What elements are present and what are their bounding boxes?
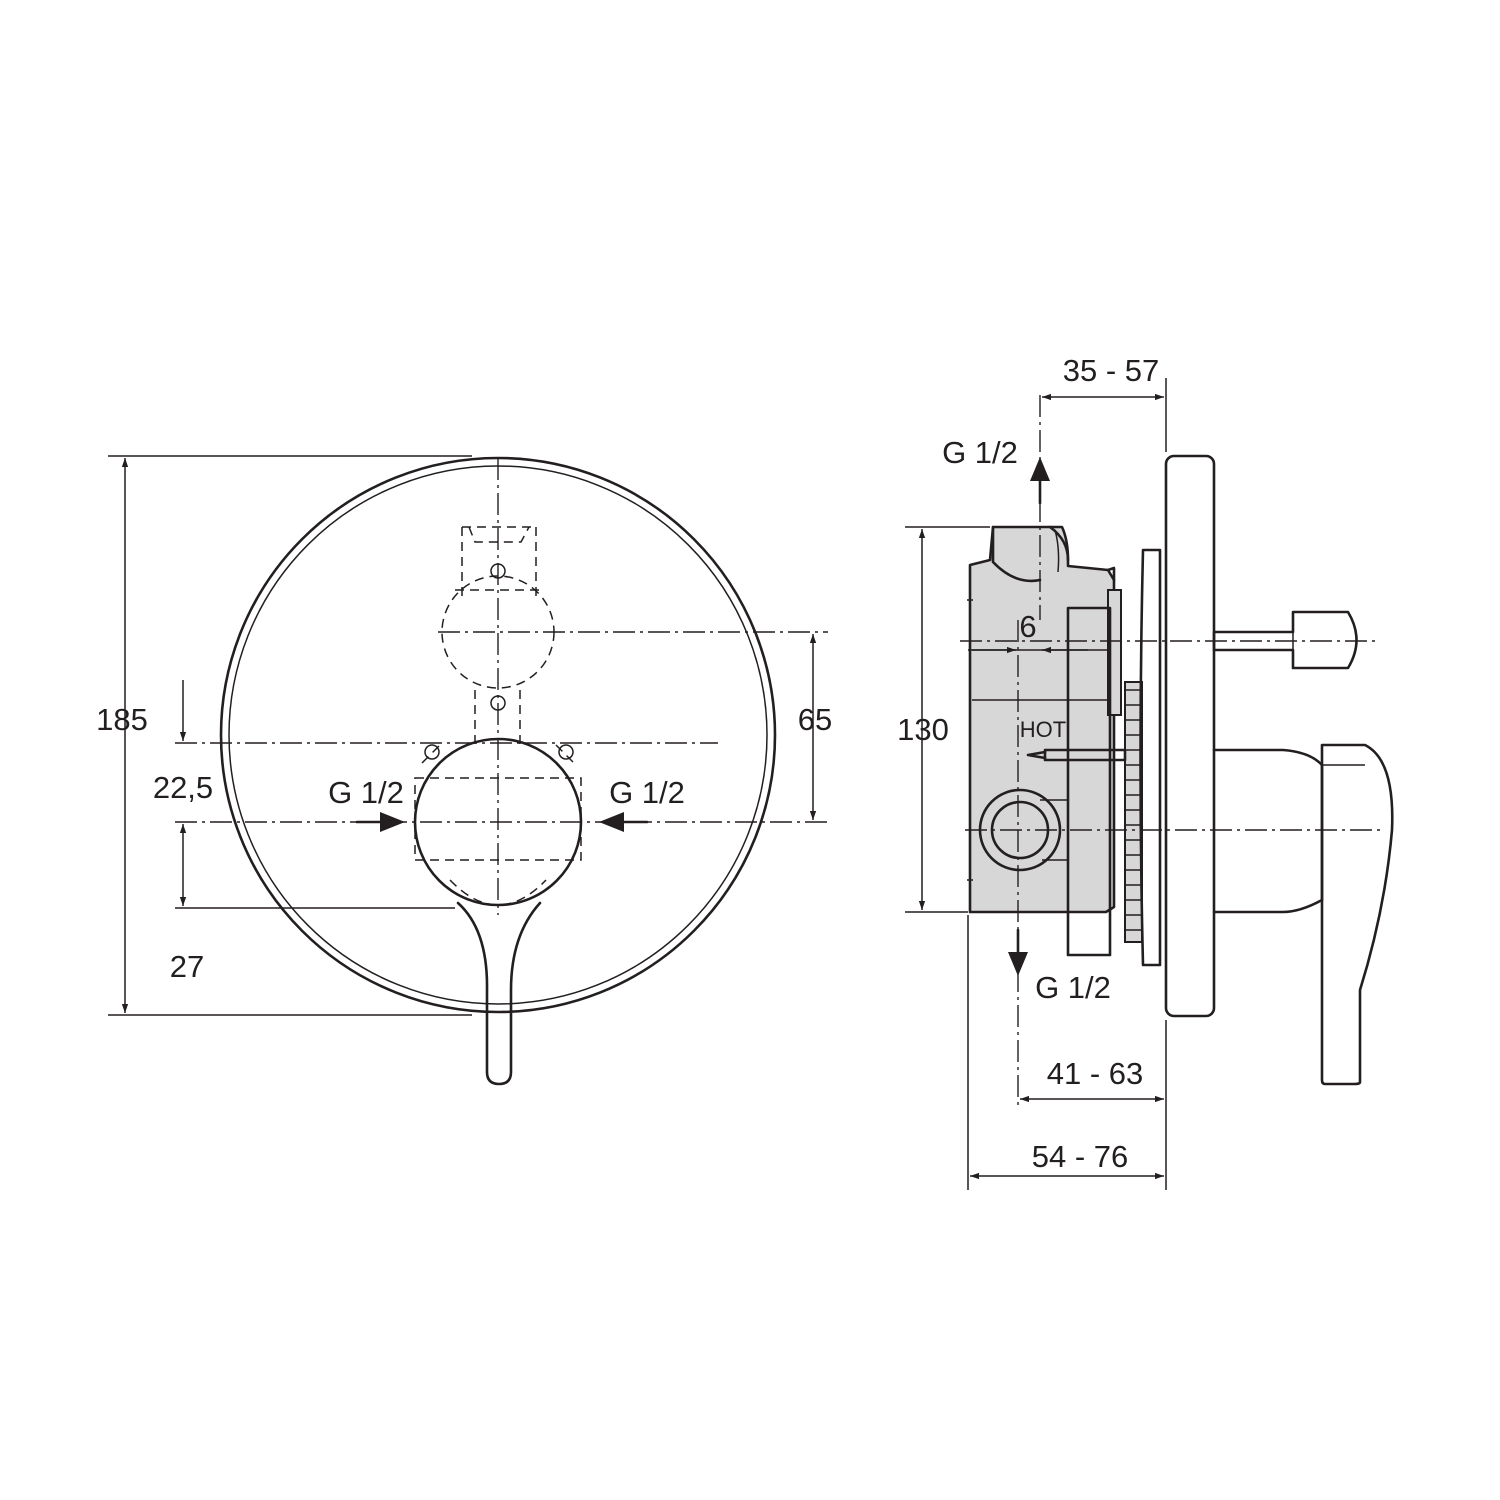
concealed-body xyxy=(967,525,1122,914)
threaded-sleeve xyxy=(1124,548,1162,967)
dim-27-label: 27 xyxy=(170,949,204,984)
dim-185-label: 185 xyxy=(96,702,148,737)
dim-54-76: 54 - 76 xyxy=(967,915,1164,1190)
dim-130: 130 xyxy=(897,526,990,913)
diverter-knob xyxy=(1212,610,1358,670)
dim-65-label: 65 xyxy=(798,702,832,737)
dim-6: 6 xyxy=(968,609,1088,654)
hot-label: HOT xyxy=(1020,717,1066,742)
outlet-top-label: G 1/2 xyxy=(942,435,1018,470)
hot-indicator: HOT xyxy=(1020,717,1127,762)
outlet-bottom: G 1/2 xyxy=(1008,928,1111,1005)
side-lever xyxy=(1212,743,1394,1086)
dim-130-label: 130 xyxy=(897,712,949,747)
dim-54-76-label: 54 - 76 xyxy=(1032,1139,1129,1174)
inlet-right: G 1/2 xyxy=(599,775,685,832)
inlet-left-label: G 1/2 xyxy=(328,775,404,810)
dim-6-label: 6 xyxy=(1019,609,1036,644)
dim-35-57-label: 35 - 57 xyxy=(1063,353,1160,388)
dim-185: 185 xyxy=(96,455,472,1016)
outlet-bottom-label: G 1/2 xyxy=(1035,970,1111,1005)
dim-27: 27 xyxy=(170,824,455,984)
dim-65: 65 xyxy=(798,634,832,820)
inlet-left: G 1/2 xyxy=(328,775,405,832)
mounting-frame xyxy=(1066,606,1112,957)
side-view: HOT G 1/2 G 1/2 xyxy=(897,353,1394,1190)
rosette-plate xyxy=(1164,454,1216,1018)
inlet-right-label: G 1/2 xyxy=(609,775,685,810)
dim-22-5: 22,5 xyxy=(153,680,213,805)
dim-35-57: 35 - 57 xyxy=(1042,353,1167,452)
dim-41-63-label: 41 - 63 xyxy=(1047,1056,1144,1091)
dim-41-63: 41 - 63 xyxy=(1020,1020,1167,1190)
front-view: 185 22,5 27 65 G 1/2 G 1/2 xyxy=(96,455,832,1086)
dim-22-5-label: 22,5 xyxy=(153,770,213,805)
outlet-top: G 1/2 xyxy=(942,435,1050,505)
